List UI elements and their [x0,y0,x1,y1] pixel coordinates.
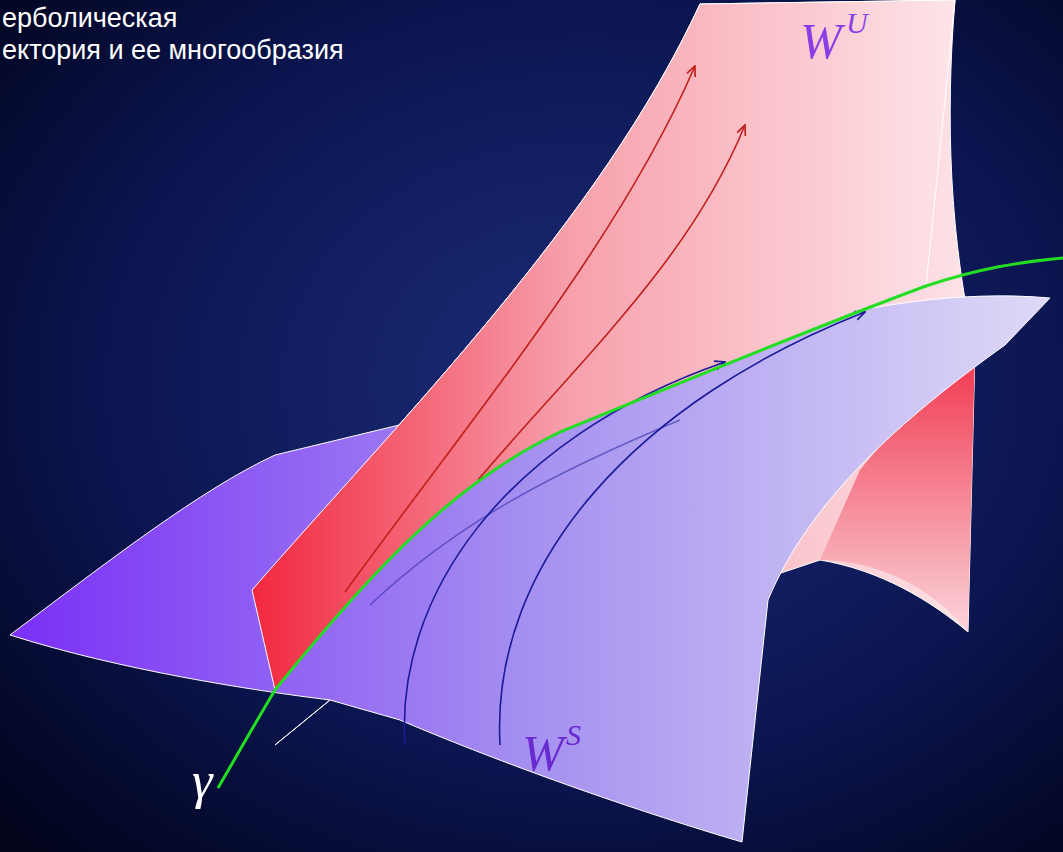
hyperbolic-trajectory [218,258,1063,788]
stable-flow-line [370,420,680,605]
slide-title: ерболическая ектория и ее многообразия [2,2,344,66]
manifold-superscript: U [846,6,868,39]
stable-flow-line [404,362,725,745]
unstable-flow-line [345,66,695,592]
manifold-symbol: W [522,726,564,781]
manifold-superscript: S [566,718,581,751]
unstable-flow-line [478,125,745,480]
manifold-symbol: W [800,14,842,69]
stable-flow-line [500,312,865,745]
trajectory-symbol: γ [192,752,213,809]
unstable-manifold-front [252,0,955,690]
